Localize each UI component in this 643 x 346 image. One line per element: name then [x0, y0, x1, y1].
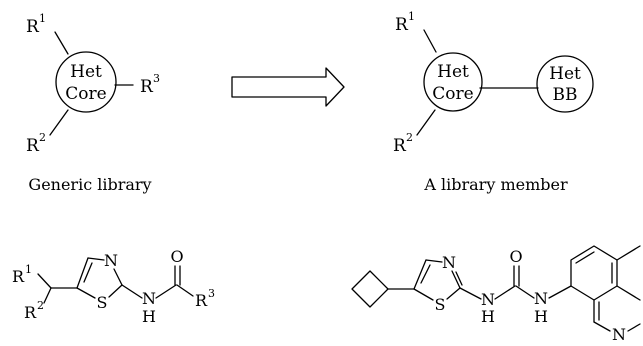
generic-library-scheme: Het Core R 1 R 3 R 2 Generic library [26, 12, 160, 194]
pyridine-bond-c-n [593, 321, 611, 332]
bond-c2-nh [121, 284, 143, 299]
bond-nh2-aryl [548, 285, 572, 299]
atom-s: S [435, 295, 446, 314]
bond-ch-r1 [37, 273, 52, 289]
label-r1: R [12, 267, 25, 286]
bond-c2-nh1 [459, 287, 482, 300]
bond-n3-c2-double [455, 271, 463, 286]
het-bb-line2: BB [553, 85, 578, 105]
label-r2: R [26, 136, 40, 156]
label-r2-superscript: 2 [406, 131, 413, 144]
atom-n-ring: N [442, 253, 456, 272]
label-r1-superscript: 1 [408, 10, 415, 23]
atom-n-urea-2: N [534, 289, 548, 308]
isoquinoline-benzo-ring [570, 245, 618, 301]
library-member-scheme: Het Core Het BB R 1 R 2 A library member [393, 10, 594, 194]
het-core-circle [423, 52, 483, 112]
label-r1: R [395, 15, 409, 35]
label-r2: R [24, 303, 37, 322]
bond-c2-s1 [446, 287, 461, 300]
bond-c2-s1 [108, 284, 123, 298]
atom-o: O [509, 247, 522, 266]
bond-c5-c4-double [420, 264, 431, 284]
label-r1: R [26, 17, 40, 37]
label-r3-superscript: 3 [153, 72, 160, 85]
bond-n3-c2 [451, 270, 461, 289]
bond-c5-c4 [413, 259, 427, 290]
pyridine-bond-upper [616, 285, 641, 301]
bond-nh1-co [494, 285, 516, 300]
bond-r2 [49, 109, 69, 136]
bond-r1 [423, 29, 437, 53]
benzo-double-1 [575, 251, 595, 264]
bond-c5-c4 [76, 257, 89, 289]
atom-n-urea-1: N [481, 290, 495, 309]
bond-c4-n3 [425, 259, 443, 263]
label-r1-superscript: 1 [25, 263, 32, 276]
atom-h-urea-1: H [481, 307, 495, 326]
bond-ch-r2 [43, 287, 52, 304]
bond-nh-co [155, 284, 177, 299]
bond-s1-c5 [76, 287, 96, 299]
het-core-line2: Core [432, 84, 473, 104]
reaction-arrow-icon [231, 67, 345, 107]
het-core-line1: Het [437, 62, 469, 82]
cyclobutyl-ring [351, 270, 389, 308]
label-r1-superscript: 1 [39, 12, 46, 25]
cyclobutyl-thiazole-urea-structure: N S N H O N H N [351, 245, 641, 344]
het-core-line2: Core [65, 84, 106, 104]
label-r2-superscript: 2 [37, 299, 44, 312]
het-bb-line1: Het [549, 64, 581, 84]
atom-n-amide: N [142, 289, 156, 308]
pyridine-bond-n-c [627, 323, 641, 332]
bond-c5-c4-double [83, 262, 93, 283]
het-core-line1: Het [70, 62, 102, 82]
label-r2-superscript: 2 [39, 131, 46, 144]
het-bb-circle [536, 55, 594, 113]
bond-c4-n3 [87, 257, 105, 261]
atom-h-amide: H [142, 307, 156, 326]
label-r3: R [195, 291, 208, 310]
bond-co-r3 [176, 284, 194, 297]
atom-o: O [170, 247, 183, 266]
pyridine-bond-top [616, 245, 641, 261]
thiazole-amide-structure: N S N H O R 1 R 2 R 3 [12, 247, 215, 326]
atom-n-isoquinoline: N [612, 325, 626, 344]
het-core-circle [55, 51, 117, 113]
atom-h-urea-2: H [534, 307, 548, 326]
bond-r2 [416, 109, 436, 136]
label-r2: R [393, 136, 407, 156]
bond-co-nh2 [515, 285, 535, 299]
label-r3-superscript: 3 [208, 287, 215, 300]
label-r3: R [140, 77, 154, 97]
bond-s1-c5 [413, 288, 434, 301]
bond-r1 [54, 31, 69, 55]
generic-library-caption: Generic library [28, 175, 151, 194]
atom-s: S [97, 293, 108, 312]
library-member-caption: A library member [423, 175, 568, 194]
atom-n-ring: N [104, 251, 118, 270]
bond-n3-c2 [113, 268, 123, 286]
